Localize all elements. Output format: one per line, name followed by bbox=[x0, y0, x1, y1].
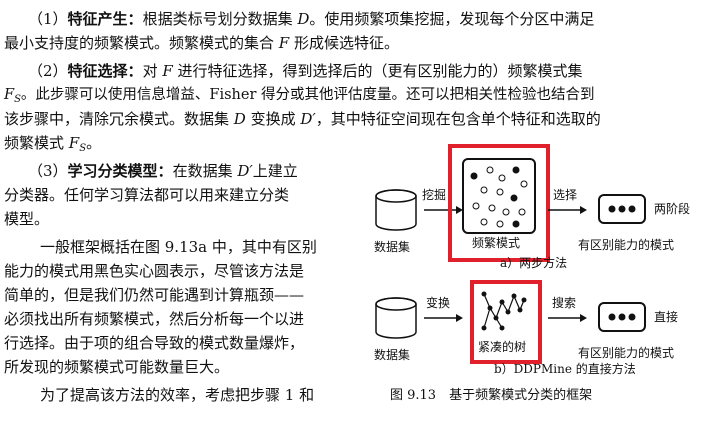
compact-tree-label: 紧凑的树 bbox=[478, 340, 527, 354]
para3-line2: 分类器。任何学习算法都可以用来建立分类 bbox=[4, 186, 290, 204]
para2-number: （2） bbox=[28, 62, 68, 80]
para1-var-d: D bbox=[297, 10, 310, 28]
para2-text-a: 对 bbox=[142, 62, 163, 80]
disc-patterns-box-top bbox=[598, 194, 646, 224]
para1-text-b: 。使用频繁项集挖掘，发现每个分区中满足 bbox=[309, 10, 595, 28]
freq-patterns-highlight bbox=[448, 144, 550, 262]
para1-line1: （1）特征产生：根据类标号划分数据集 D。使用频繁项集挖掘，发现每个分区中满足 bbox=[28, 8, 594, 30]
mine-label: 挖掘 bbox=[422, 188, 447, 202]
para3-line1: （3）学习分类模型：在数据集 D′上建立 bbox=[28, 160, 298, 182]
database-icon bbox=[375, 189, 417, 231]
disc-dots-top bbox=[608, 205, 636, 213]
para2-l4-var-f: F bbox=[68, 134, 80, 152]
direct-label: 直接 bbox=[654, 310, 679, 324]
para4-line4: 必须找出所有频繁模式，然后分析每一个以进 bbox=[4, 310, 305, 328]
para2-l3-var-dprime: D′ bbox=[300, 110, 316, 128]
disc-patterns-box-bottom bbox=[598, 302, 646, 332]
figure-caption: 图 9.13 基于频繁模式分类的框架 bbox=[390, 388, 593, 403]
para5-line1: 为了提高该方法的效率，考虑把步骤 1 和 bbox=[40, 386, 315, 404]
para3-var-dprime: D′ bbox=[237, 162, 253, 180]
para3-text-b: 上建立 bbox=[252, 162, 298, 180]
para1-number: （1） bbox=[28, 10, 68, 28]
para2-l2-sub-s: S bbox=[14, 94, 21, 105]
para4-line5: 行选择。由于项的组合导致的模式数量爆炸， bbox=[4, 334, 305, 352]
para1-l2-text-b: 形成候选特征。 bbox=[289, 34, 399, 52]
para1-l2-text-a: 最小支持度的频繁模式。频繁模式的集合 bbox=[4, 34, 279, 52]
select-arrow-icon bbox=[548, 206, 587, 214]
search-label: 搜索 bbox=[552, 296, 577, 310]
transform-label: 变换 bbox=[426, 296, 451, 310]
para4-line2: 能力的模式用黑色实心圆表示，尽管该方法是 bbox=[4, 262, 305, 280]
transform-arrow-icon bbox=[424, 314, 463, 322]
para2-heading: 特征选择： bbox=[67, 62, 143, 80]
para2-l3-text-c: ，其中特征空间现在包含单个特征和选取的 bbox=[315, 110, 601, 128]
para2-line4: 频繁模式 FS。 bbox=[4, 132, 101, 160]
para2-l3-text-a: 该步骤中，清除冗余模式。数据集 bbox=[4, 110, 234, 128]
para4-line1: 一般框架概括在图 9.13a 中，其中有区别 bbox=[40, 238, 317, 256]
para2-var-f: F bbox=[162, 62, 173, 80]
para2-l4-text-b: 。 bbox=[86, 134, 102, 152]
para4-line3: 简单的，但是我们仍然可能遇到计算瓶颈—— bbox=[4, 286, 305, 304]
pattern-dots bbox=[470, 166, 528, 228]
para4-line6: 所发现的频繁模式可能数量巨大。 bbox=[4, 358, 230, 376]
para2-l2-text: 。此步骤可以使用信息增益、Fisher 得分或其他评估度量。还可以把相关性检验也… bbox=[20, 87, 595, 103]
para3-number: （3） bbox=[28, 162, 68, 180]
para2-line3: 该步骤中，清除冗余模式。数据集 D 变换成 D′，其中特征空间现在包含单个特征和… bbox=[4, 108, 601, 130]
bottom-db-label: 数据集 bbox=[374, 348, 411, 362]
top-db-label: 数据集 bbox=[374, 240, 411, 254]
para2-text-b: 进行特征选择，得到选择后的（更有区别能力的）频繁模式集 bbox=[172, 62, 583, 80]
disc-dots-bottom bbox=[608, 313, 636, 321]
para3-text-a: 在数据集 bbox=[172, 162, 238, 180]
para1-line2: 最小支持度的频繁模式。频繁模式的集合 F 形成候选特征。 bbox=[4, 32, 399, 54]
para2-line1: （2）特征选择：对 F 进行特征选择，得到选择后的（更有区别能力的）频繁模式集 bbox=[28, 60, 583, 82]
two-step-label: 两阶段 bbox=[654, 202, 691, 216]
para3-heading: 学习分类模型： bbox=[67, 162, 173, 180]
top-sub-caption: a）两步方法 bbox=[500, 256, 568, 270]
para2-line2: FS。此步骤可以使用信息增益、Fisher 得分或其他评估度量。还可以把相关性检… bbox=[4, 84, 595, 111]
para2-l4-sub-s: S bbox=[79, 143, 87, 154]
para1-l2-var-f: F bbox=[278, 34, 290, 52]
select-label: 选择 bbox=[553, 188, 578, 202]
bottom-sub-caption: b）DDPMine 的直接方法 bbox=[494, 362, 636, 376]
para2-l4-text-a: 频繁模式 bbox=[4, 134, 69, 152]
bottom-disc-label: 有区别能力的模式 bbox=[578, 346, 675, 360]
para2-l3-text-b: 变换成 bbox=[245, 110, 301, 128]
freq-patterns-box bbox=[462, 158, 536, 234]
top-disc-label: 有区别能力的模式 bbox=[578, 238, 675, 252]
para2-l2-var-f: F bbox=[4, 87, 15, 103]
para3-line3: 模型。 bbox=[4, 210, 50, 228]
search-arrow-icon bbox=[548, 314, 587, 322]
database-icon-bottom bbox=[375, 297, 417, 339]
freq-patterns-label: 频繁模式 bbox=[472, 236, 521, 250]
compact-tree-highlight bbox=[470, 280, 542, 364]
para2-l3-var-d: D bbox=[233, 110, 246, 128]
para1-heading: 特征产生： bbox=[67, 10, 143, 28]
compact-tree-icon bbox=[481, 291, 527, 331]
para1-text-a: 根据类标号划分数据集 bbox=[142, 10, 298, 28]
